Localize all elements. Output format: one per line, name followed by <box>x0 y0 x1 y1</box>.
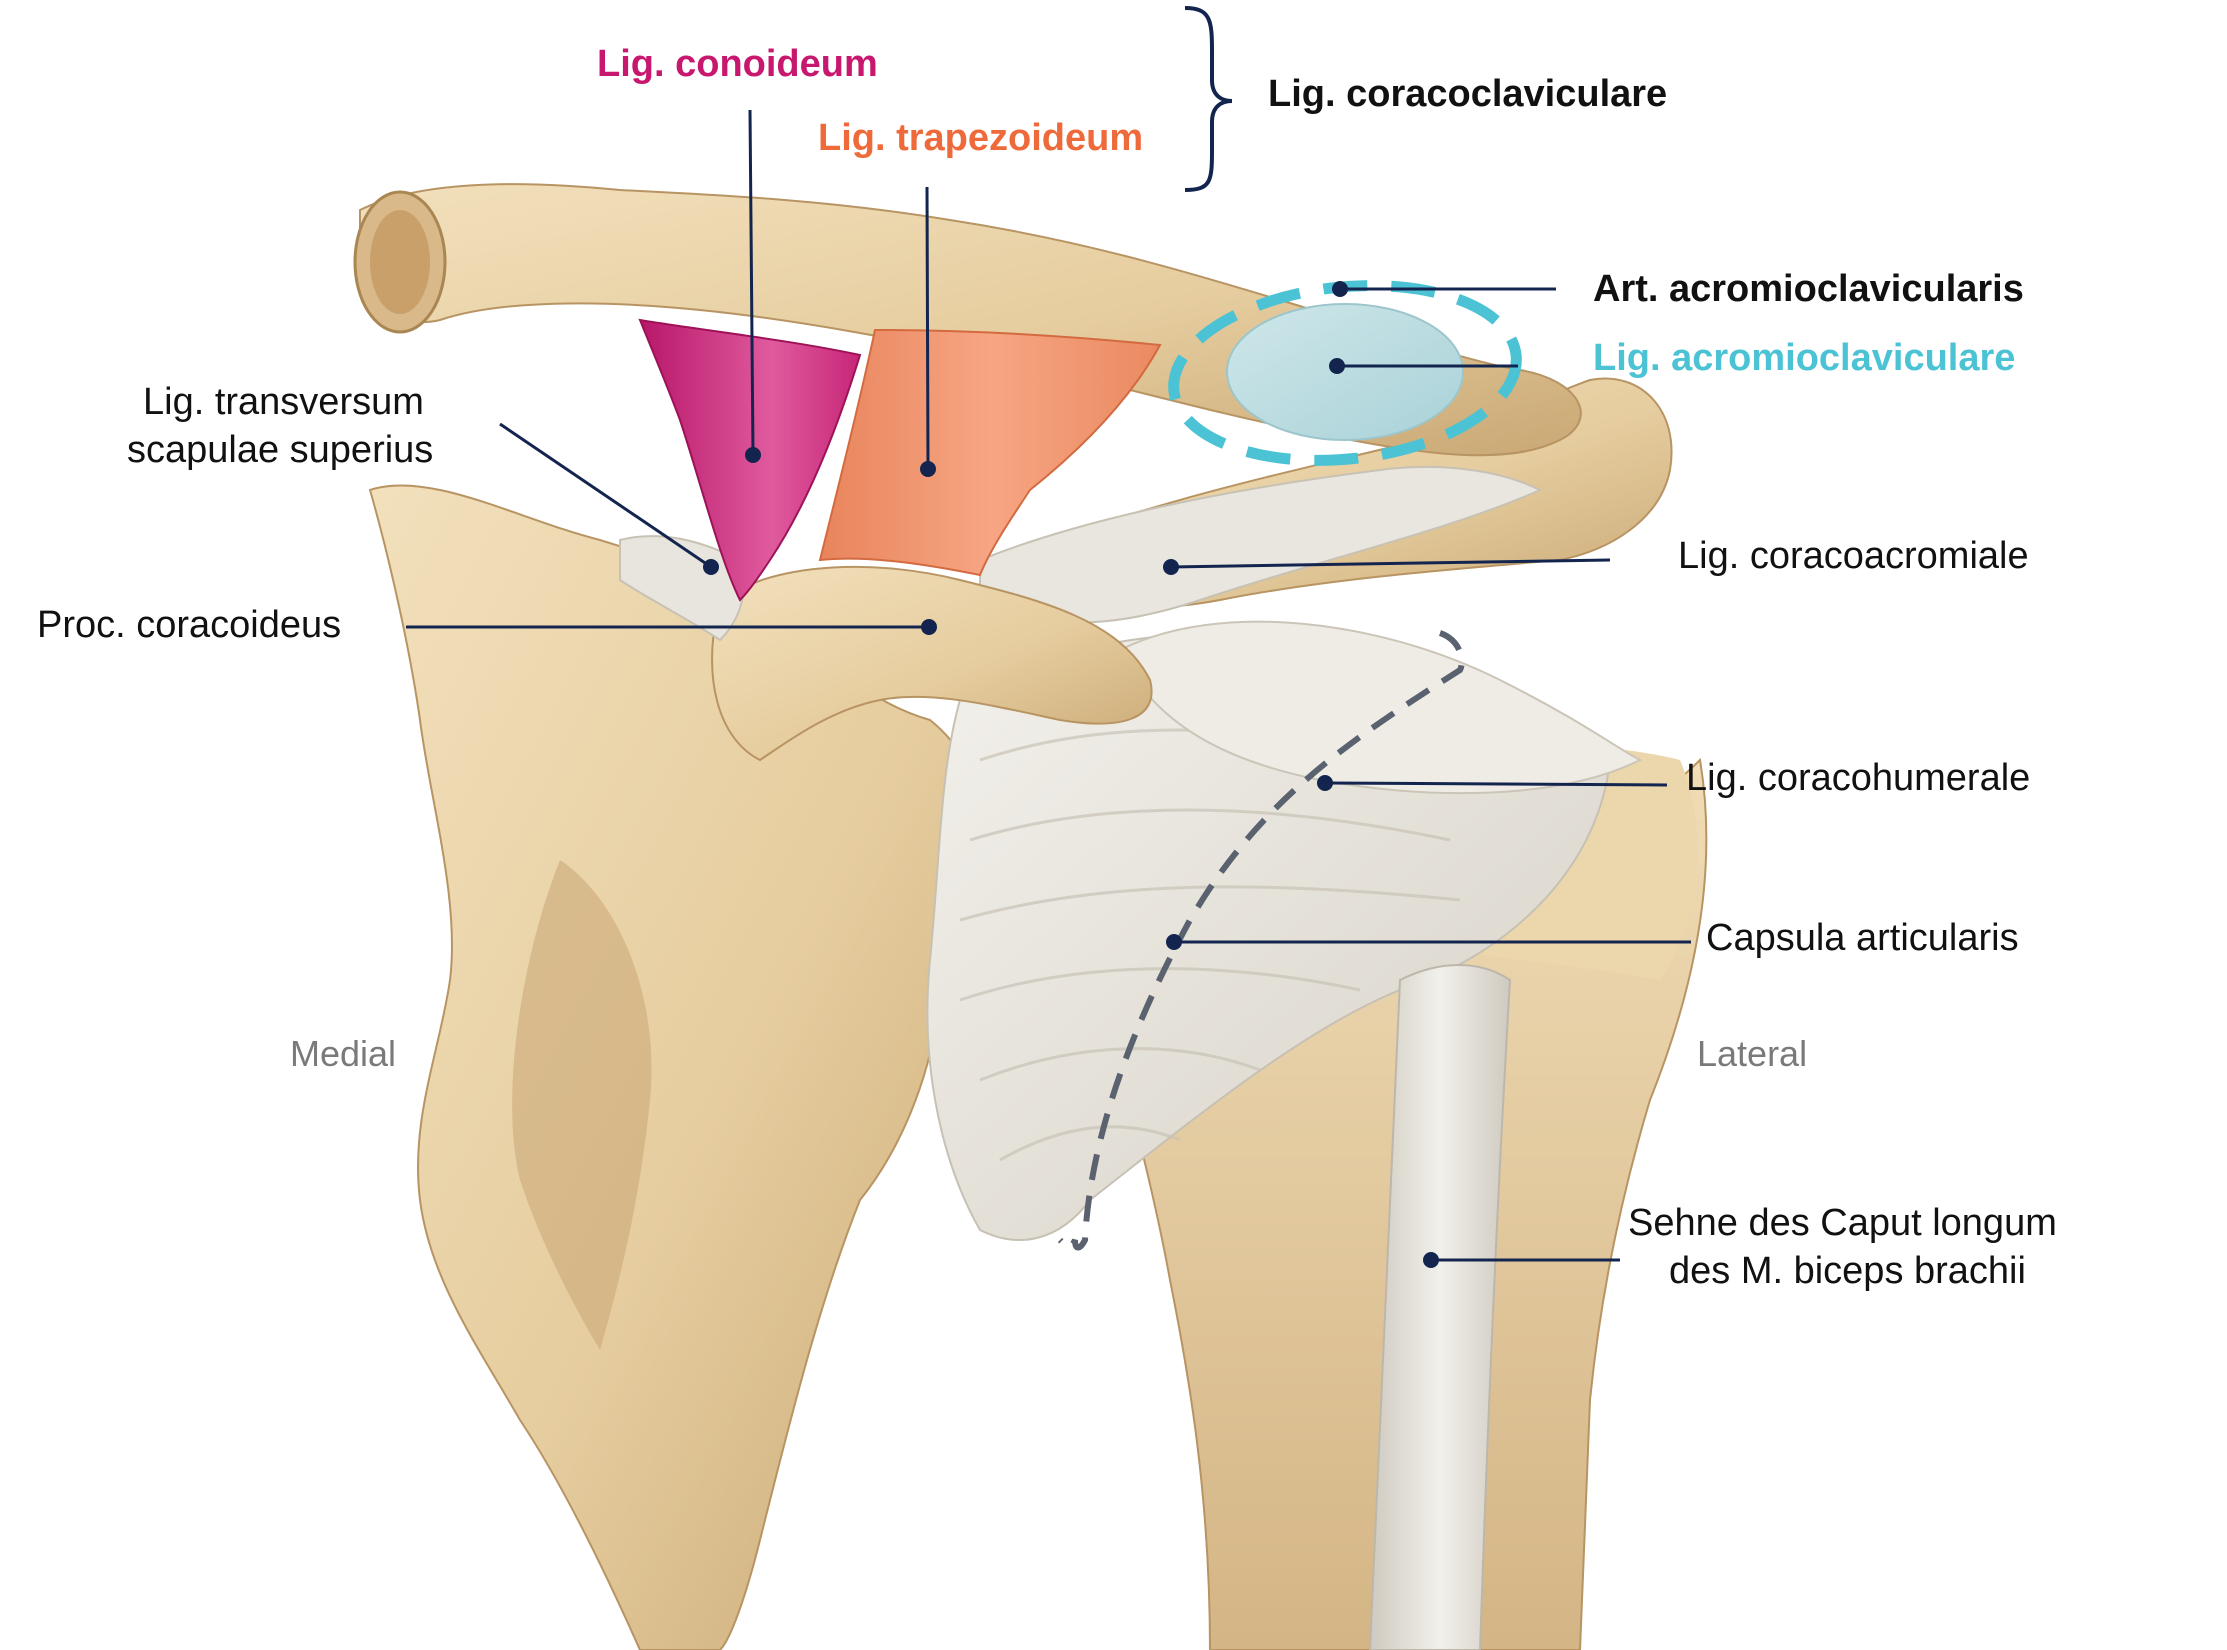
label-lig-coracohumerale: Lig. coracohumerale <box>1686 757 2031 799</box>
acromioclavicular-ligament-shape <box>1226 303 1464 441</box>
leader-transversum <box>499 422 712 569</box>
label-lig-conoideum: Lig. conoideum <box>597 43 878 85</box>
label-proc-coracoideus: Proc. coracoideus <box>37 604 342 646</box>
dot-art-acromioclavicularis <box>1332 281 1348 297</box>
biceps-tendon <box>1368 964 1512 1650</box>
leader-conoideum <box>748 109 755 455</box>
dot-sehne <box>1423 1252 1439 1268</box>
coracoclavicular-brace <box>1184 6 1233 192</box>
leader-coracohumerale <box>1324 781 1668 787</box>
label-lateral: Lateral <box>1697 1033 1808 1074</box>
leader-lines <box>406 109 1691 1262</box>
scapula <box>368 484 978 1650</box>
leader-dots <box>703 281 1439 1268</box>
trapezoid-ligament-shape <box>818 328 1162 577</box>
coracoacromial-ligament <box>979 465 1543 624</box>
label-sehne-line1: Sehne des Caput longum <box>1628 1202 2057 1244</box>
dot-conoideum <box>745 447 761 463</box>
clavicle-marrow <box>370 210 430 314</box>
dot-capsula <box>1166 934 1182 950</box>
leader-coracoacromiale <box>1170 558 1611 569</box>
label-lig-coracoacromiale: Lig. coracoacromiale <box>1678 535 2029 577</box>
label-medial: Medial <box>290 1033 397 1074</box>
label-lig-transversum-line2: scapulae superius <box>127 429 434 471</box>
scapula-shadow <box>512 860 652 1350</box>
dot-coracohumerale <box>1317 775 1333 791</box>
label-art-acromioclavicularis: Art. acromioclavicularis <box>1593 268 2024 310</box>
coracoid-process <box>711 565 1153 762</box>
dot-transversum <box>703 559 719 575</box>
dot-trapezoideum <box>920 461 936 477</box>
dot-coracoacromiale <box>1163 559 1179 575</box>
label-sehne-line2: des M. biceps brachii <box>1669 1250 2026 1292</box>
dot-proc-coracoideus <box>921 619 937 635</box>
label-lig-trapezoideum: Lig. trapezoideum <box>818 117 1144 159</box>
capsule-outline <box>1057 630 1465 1251</box>
capsule-fibers <box>959 728 1461 1162</box>
label-lig-transversum-line1: Lig. transversum <box>143 381 424 423</box>
label-lig-coracoclaviculare: Lig. coracoclaviculare <box>1268 73 1668 115</box>
coracohumeral-ligament <box>1118 620 1643 795</box>
leader-trapezoideum <box>925 186 930 469</box>
dot-lig-acromioclaviculare <box>1329 358 1345 374</box>
label-capsula-articularis: Capsula articularis <box>1706 917 2019 959</box>
label-lig-acromioclaviculare: Lig. acromioclaviculare <box>1593 337 2016 379</box>
